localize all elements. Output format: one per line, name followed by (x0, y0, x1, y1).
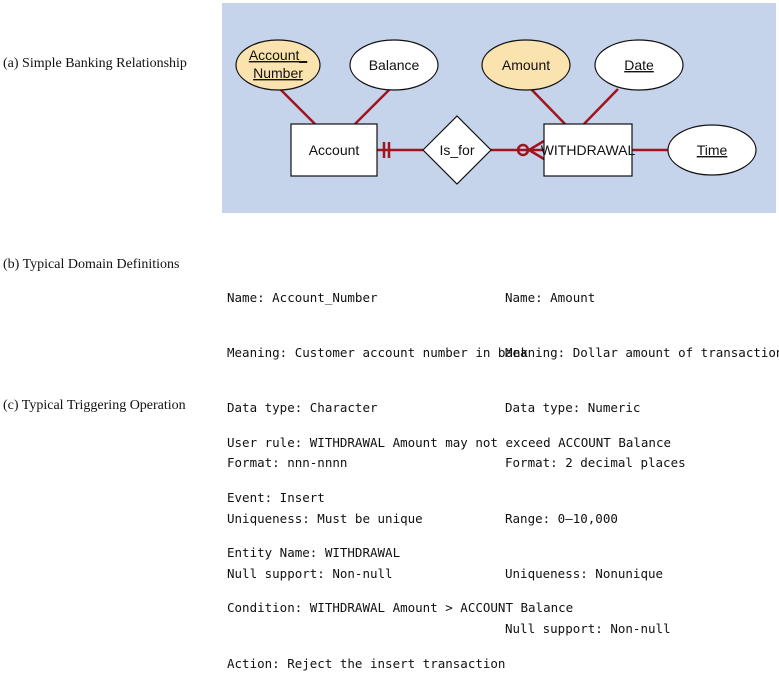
attribute-account-number-label-2: Number (253, 65, 303, 81)
er-diagram: Account_ Number Balance Amount Date Time… (235, 39, 757, 185)
attribute-balance (349, 39, 439, 91)
relationship-is-for-label: Is_for (439, 142, 474, 158)
triggering-operation: User rule: WITHDRAWAL Amount may not exc… (227, 397, 671, 691)
trigger-line: Event: Insert (227, 490, 325, 506)
attribute-balance-label: Balance (369, 57, 420, 73)
line-balance-account (354, 88, 391, 125)
section-label-a: (a) Simple Banking Relationship (3, 56, 187, 71)
entity-account (290, 123, 378, 177)
domain-line: Meaning: Dollar amount of transaction (505, 345, 779, 361)
domain-line: Format: 2 decimal places (505, 455, 686, 471)
attribute-time-label: Time (697, 142, 728, 158)
attribute-amount (481, 39, 571, 91)
attribute-account-number-label-1: Account_ (249, 47, 308, 63)
section-label-b: (b) Typical Domain Definitions (3, 257, 180, 272)
trigger-line: Condition: WITHDRAWAL Amount > ACCOUNT B… (227, 600, 574, 616)
domain-line: Format: nnn-nnnn (227, 455, 348, 471)
crowfoot-upper (528, 139, 545, 152)
entity-account-label: Account (309, 142, 360, 158)
attribute-amount-label: Amount (502, 57, 550, 73)
attribute-account-number (235, 39, 321, 91)
domain-line: Data type: Numeric (505, 400, 641, 416)
er-diagram-panel: Account_ Number Balance Amount Date Time… (222, 3, 776, 213)
attribute-date (594, 39, 684, 91)
attribute-date-label: Date (624, 57, 654, 73)
domain-line: Meaning: Customer account number in bank (227, 345, 529, 361)
section-label-c: (c) Typical Triggering Operation (3, 398, 186, 413)
entity-withdrawal-label: WITHDRAWAL (541, 142, 636, 158)
attribute-time (667, 124, 757, 176)
trigger-line: User rule: WITHDRAWAL Amount may not exc… (227, 434, 672, 450)
crowfoot-lower (528, 148, 545, 161)
domain-line: Name: Account_Number (227, 289, 378, 305)
domain-line: Data type: Character (227, 400, 378, 416)
entity-withdrawal (543, 123, 633, 177)
optional-zero-mark (516, 143, 530, 157)
domain-line: Name: Amount (505, 289, 596, 305)
relationship-is-for (422, 115, 492, 185)
trigger-line: Entity Name: WITHDRAWAL (227, 545, 401, 561)
line-date-withdrawal (583, 88, 619, 125)
line-amount-withdrawal (530, 88, 566, 125)
trigger-line: Action: Reject the insert transaction (227, 655, 506, 671)
line-account-number-account (279, 88, 316, 125)
